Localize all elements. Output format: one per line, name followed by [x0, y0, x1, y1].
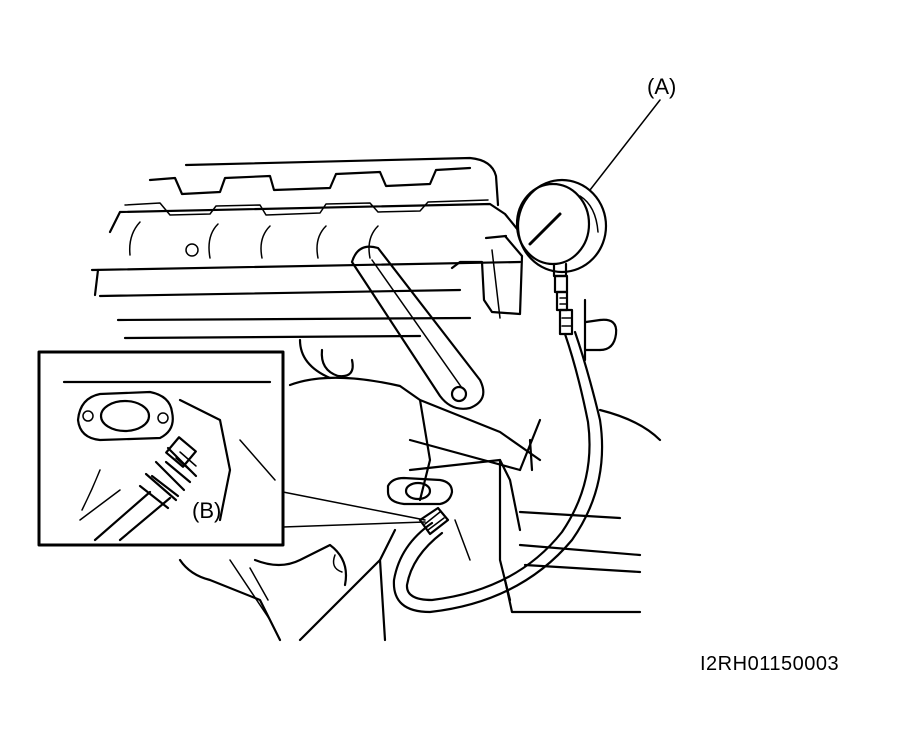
gauge-label: (A) [647, 74, 677, 99]
compression-gauge [515, 178, 608, 336]
gauge-leader-line [589, 99, 661, 191]
inset-callout-lines [282, 491, 426, 528]
figure-id: I2RH01150003 [700, 653, 840, 675]
gauge-hose [392, 330, 604, 614]
inset-detail-box [37, 350, 285, 547]
fitting-label: (B) [192, 498, 222, 523]
